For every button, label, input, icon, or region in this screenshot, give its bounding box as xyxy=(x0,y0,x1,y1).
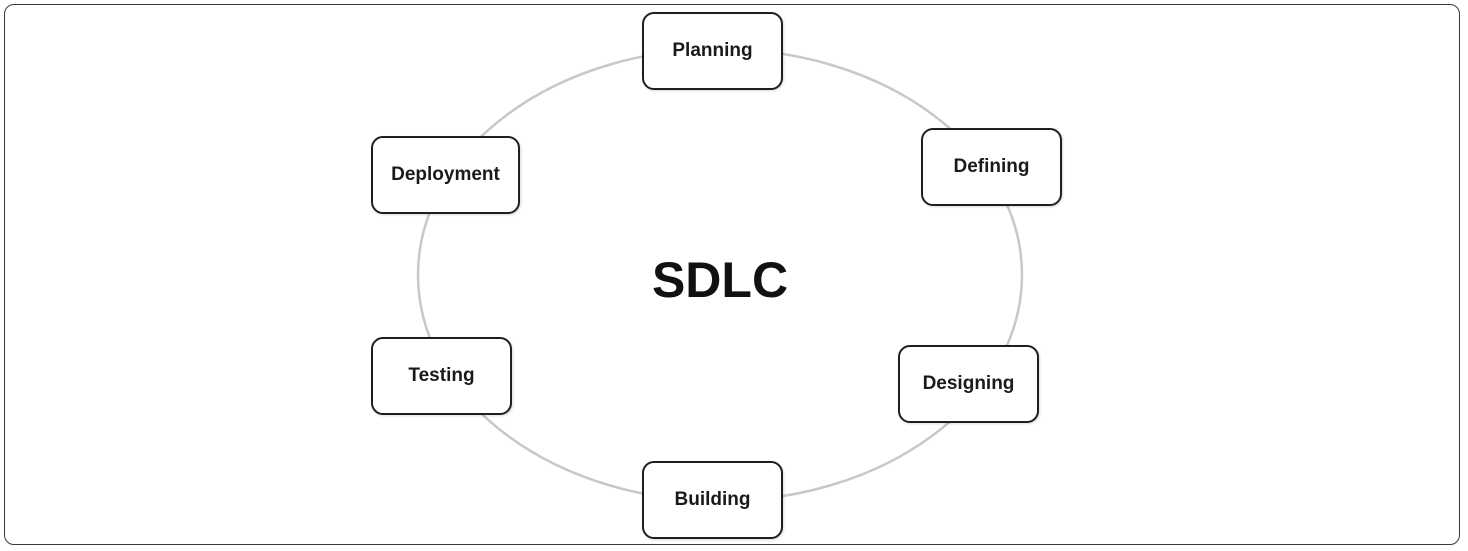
stage-label: Testing xyxy=(408,365,475,386)
stage-label: Planning xyxy=(672,40,753,61)
slide-frame xyxy=(4,4,1460,545)
stage-label: Defining xyxy=(953,156,1030,177)
stage-designing: Designing xyxy=(898,345,1039,423)
stage-label: Designing xyxy=(922,373,1015,394)
stage-building: Building xyxy=(642,461,783,539)
stage-label: Building xyxy=(674,489,751,510)
center-title: SDLC xyxy=(651,252,789,308)
stage-label: Deployment xyxy=(391,164,500,185)
stage-testing: Testing xyxy=(371,337,512,415)
stage-defining: Defining xyxy=(921,128,1062,206)
stage-deployment: Deployment xyxy=(371,136,520,214)
stage-planning: Planning xyxy=(642,12,783,90)
